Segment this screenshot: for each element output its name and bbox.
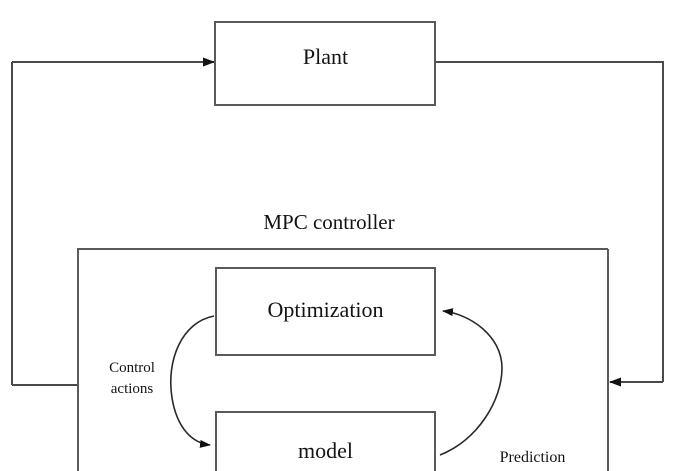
prediction-label: Prediction — [499, 449, 566, 466]
mpc-controller-box-left — [77, 248, 608, 471]
optimization-label: Optimization — [267, 297, 384, 322]
plant-box — [214, 21, 436, 106]
mpc-controller-label: MPC controller — [263, 210, 395, 234]
model-box — [215, 411, 436, 471]
plant-output-line — [435, 61, 664, 382]
control-actions-curve-arrow — [170, 315, 215, 448]
plant-label: Plant — [302, 44, 349, 69]
model-label: model — [298, 438, 353, 463]
prediction-curve-arrow — [439, 308, 503, 456]
optimization-box — [215, 267, 436, 356]
control-actions-label: Control actions — [109, 360, 155, 397]
